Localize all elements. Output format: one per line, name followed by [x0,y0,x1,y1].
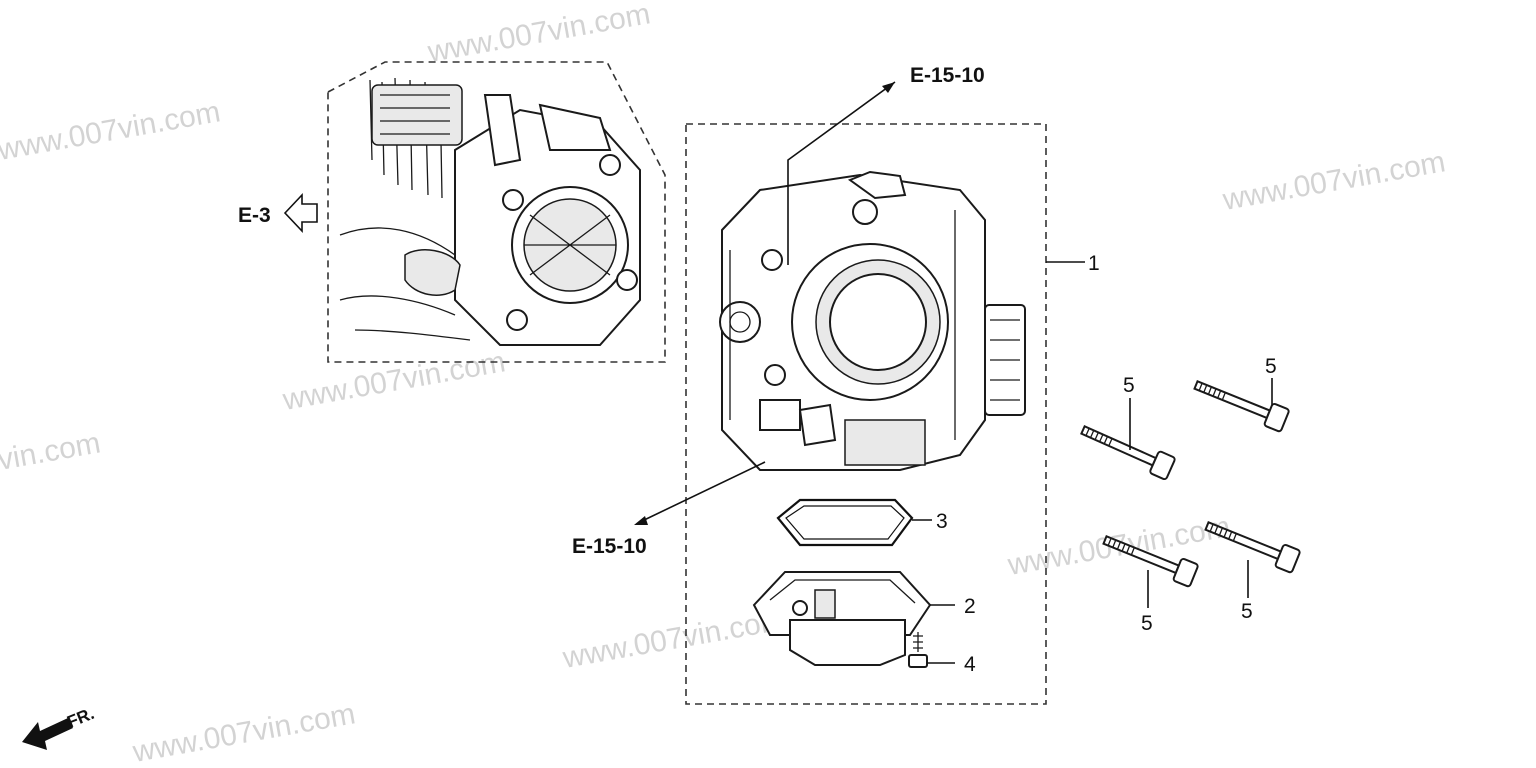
detail-frame [327,61,666,363]
front-indicator-label: FR. [64,704,97,732]
watermark: www.007vin.com [0,95,223,167]
callout-2[interactable]: 2 [964,595,976,618]
throttle-body-illustration [719,170,1026,471]
callout-5[interactable]: 5 [1265,355,1277,378]
leader-lines [639,81,1273,664]
arrowhead-icon [634,516,648,525]
arrowhead-icon [882,82,895,93]
callout-5[interactable]: 5 [1123,374,1135,397]
gasket-illustration [776,498,914,547]
front-arrow-icon [22,718,73,750]
watermark: vin.com [0,426,103,476]
watermark: www.007vin.com [130,697,358,768]
hollow-arrow-icon [283,192,318,234]
callout-3[interactable]: 3 [936,510,948,533]
intake-manifold-illustration [339,77,641,346]
callout-1[interactable]: 1 [1088,252,1100,275]
watermark: www.007vin.com [560,603,788,675]
callout-4[interactable]: 4 [964,653,976,676]
reference-e3[interactable]: E-3 [238,204,271,227]
screw-illustration [908,632,928,668]
cover-illustration [752,571,932,666]
watermark: www.007vin.com [1220,145,1448,217]
callout-5[interactable]: 5 [1241,600,1253,623]
reference-e15-top[interactable]: E-15-10 [910,64,985,87]
bolts-illustration [1080,379,1301,588]
reference-e15-bottom[interactable]: E-15-10 [572,535,647,558]
watermark: www.007vin.com [425,0,653,69]
callout-5[interactable]: 5 [1141,612,1153,635]
throttle-body-frame [685,123,1047,705]
watermark: www.007vin.com [280,345,508,417]
